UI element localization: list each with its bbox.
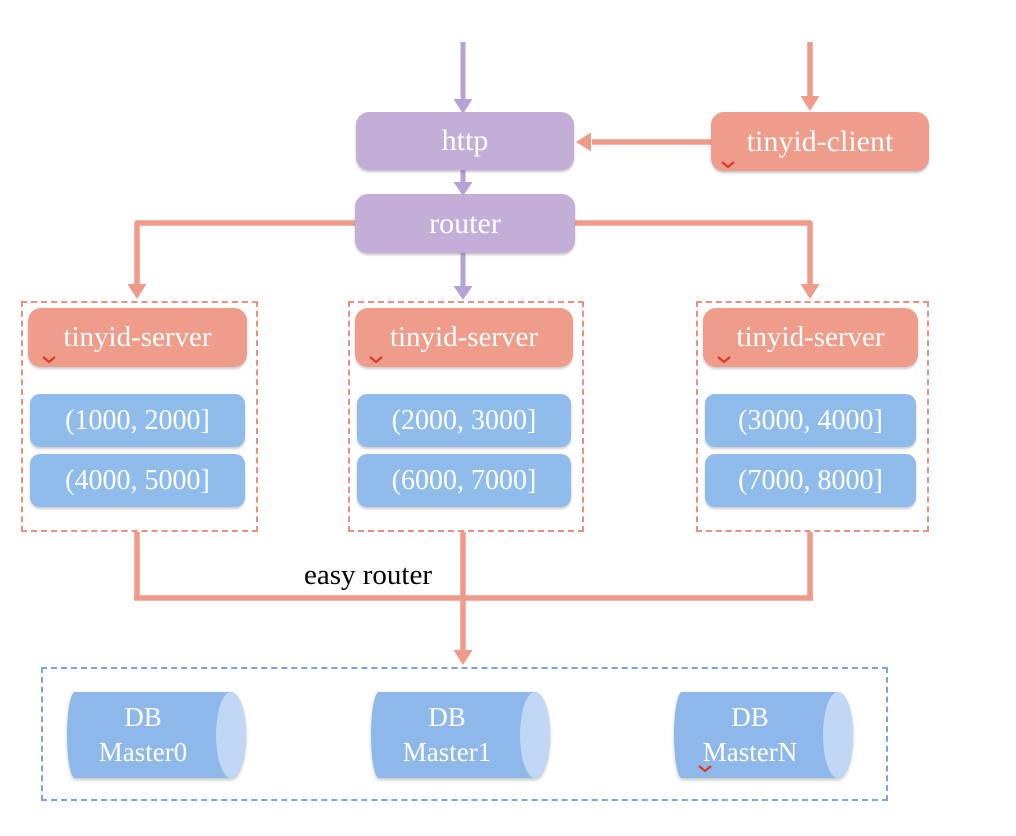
id-range-box: (1000, 2000]	[30, 394, 245, 447]
tinyid-server-node: tinyid-server	[28, 308, 247, 367]
id-range-box: (6000, 7000]	[357, 454, 571, 507]
arrowhead-down-icon	[453, 650, 473, 665]
server-group-2: tinyid-server (2000, 3000] (6000, 7000]	[348, 301, 584, 532]
db-master0-cylinder: DB Master0	[59, 690, 249, 780]
tinyid-server-label: tinyid-server	[63, 321, 212, 353]
arrow-into-client	[800, 42, 820, 111]
arrow-router-to-middle-group	[453, 253, 473, 300]
arrow-router-to-right-group	[574, 220, 820, 299]
db-label: DB Master1	[363, 690, 531, 780]
easy-router-bus	[134, 531, 813, 665]
db-label-line2: Master1	[402, 737, 492, 767]
router-label: router	[429, 206, 501, 240]
id-range-box: (7000, 8000]	[705, 454, 916, 507]
tinyid-server-label: tinyid-server	[389, 321, 539, 353]
id-range-label: (1000, 2000]	[65, 404, 210, 436]
easy-router-label: easy router	[283, 559, 453, 592]
tinyid-client-node: tinyid-client	[711, 112, 929, 171]
id-range-box: (4000, 5000]	[30, 454, 245, 507]
arrowhead-down-icon	[127, 284, 147, 299]
db-masterN-cylinder: DB MasterN	[666, 690, 856, 780]
cylinder-icon	[371, 692, 550, 778]
arrow-http-to-router	[453, 170, 473, 196]
arrow-router-to-left-group	[127, 220, 356, 299]
id-range-label: (4000, 5000]	[65, 464, 210, 496]
tinyid-server-node: tinyid-server	[355, 308, 573, 367]
db-label-line1: DB	[124, 701, 162, 732]
tinyid-client-label: tinyid-client	[746, 124, 894, 158]
router-node: router	[355, 194, 575, 253]
tinyid-server-node: tinyid-server	[703, 308, 918, 367]
arrowhead-down-icon	[800, 96, 820, 111]
server-group-3: tinyid-server (3000, 4000] (7000, 8000]	[696, 301, 929, 532]
db-label: DB Master0	[59, 690, 227, 780]
id-range-box: (2000, 3000]	[357, 394, 571, 447]
id-range-box: (3000, 4000]	[705, 394, 916, 447]
spellcheck-squiggle-icon	[369, 356, 383, 364]
arrowhead-down-icon	[453, 286, 473, 300]
arrow-client-to-http	[576, 132, 711, 152]
db-master1-cylinder: DB Master1	[363, 690, 553, 780]
http-label: http	[441, 124, 489, 157]
tinyid-server-label: tinyid-server	[736, 321, 885, 353]
db-label-line1: DB	[428, 701, 466, 732]
id-range-label: (2000, 3000]	[391, 404, 537, 436]
arrowhead-down-icon	[800, 284, 820, 299]
db-label-line2: MasterN	[702, 737, 798, 767]
arrowhead-left-icon	[576, 132, 591, 152]
spellcheck-squiggle-icon	[721, 161, 735, 169]
db-label: DB MasterN	[666, 690, 834, 780]
db-label-line1: DB	[731, 701, 769, 732]
spellcheck-squiggle-icon	[42, 356, 56, 364]
http-node: http	[356, 112, 574, 170]
id-range-label: (6000, 7000]	[391, 464, 537, 496]
id-range-label: (7000, 8000]	[738, 464, 883, 496]
cylinder-icon	[67, 692, 246, 778]
spellcheck-squiggle-icon	[717, 356, 731, 364]
server-group-1: tinyid-server (1000, 2000] (4000, 5000]	[21, 301, 258, 532]
arrow-into-http	[453, 42, 473, 114]
id-range-label: (3000, 4000]	[738, 404, 883, 436]
db-label-line2: Master0	[98, 737, 188, 767]
cylinder-icon	[674, 692, 853, 778]
